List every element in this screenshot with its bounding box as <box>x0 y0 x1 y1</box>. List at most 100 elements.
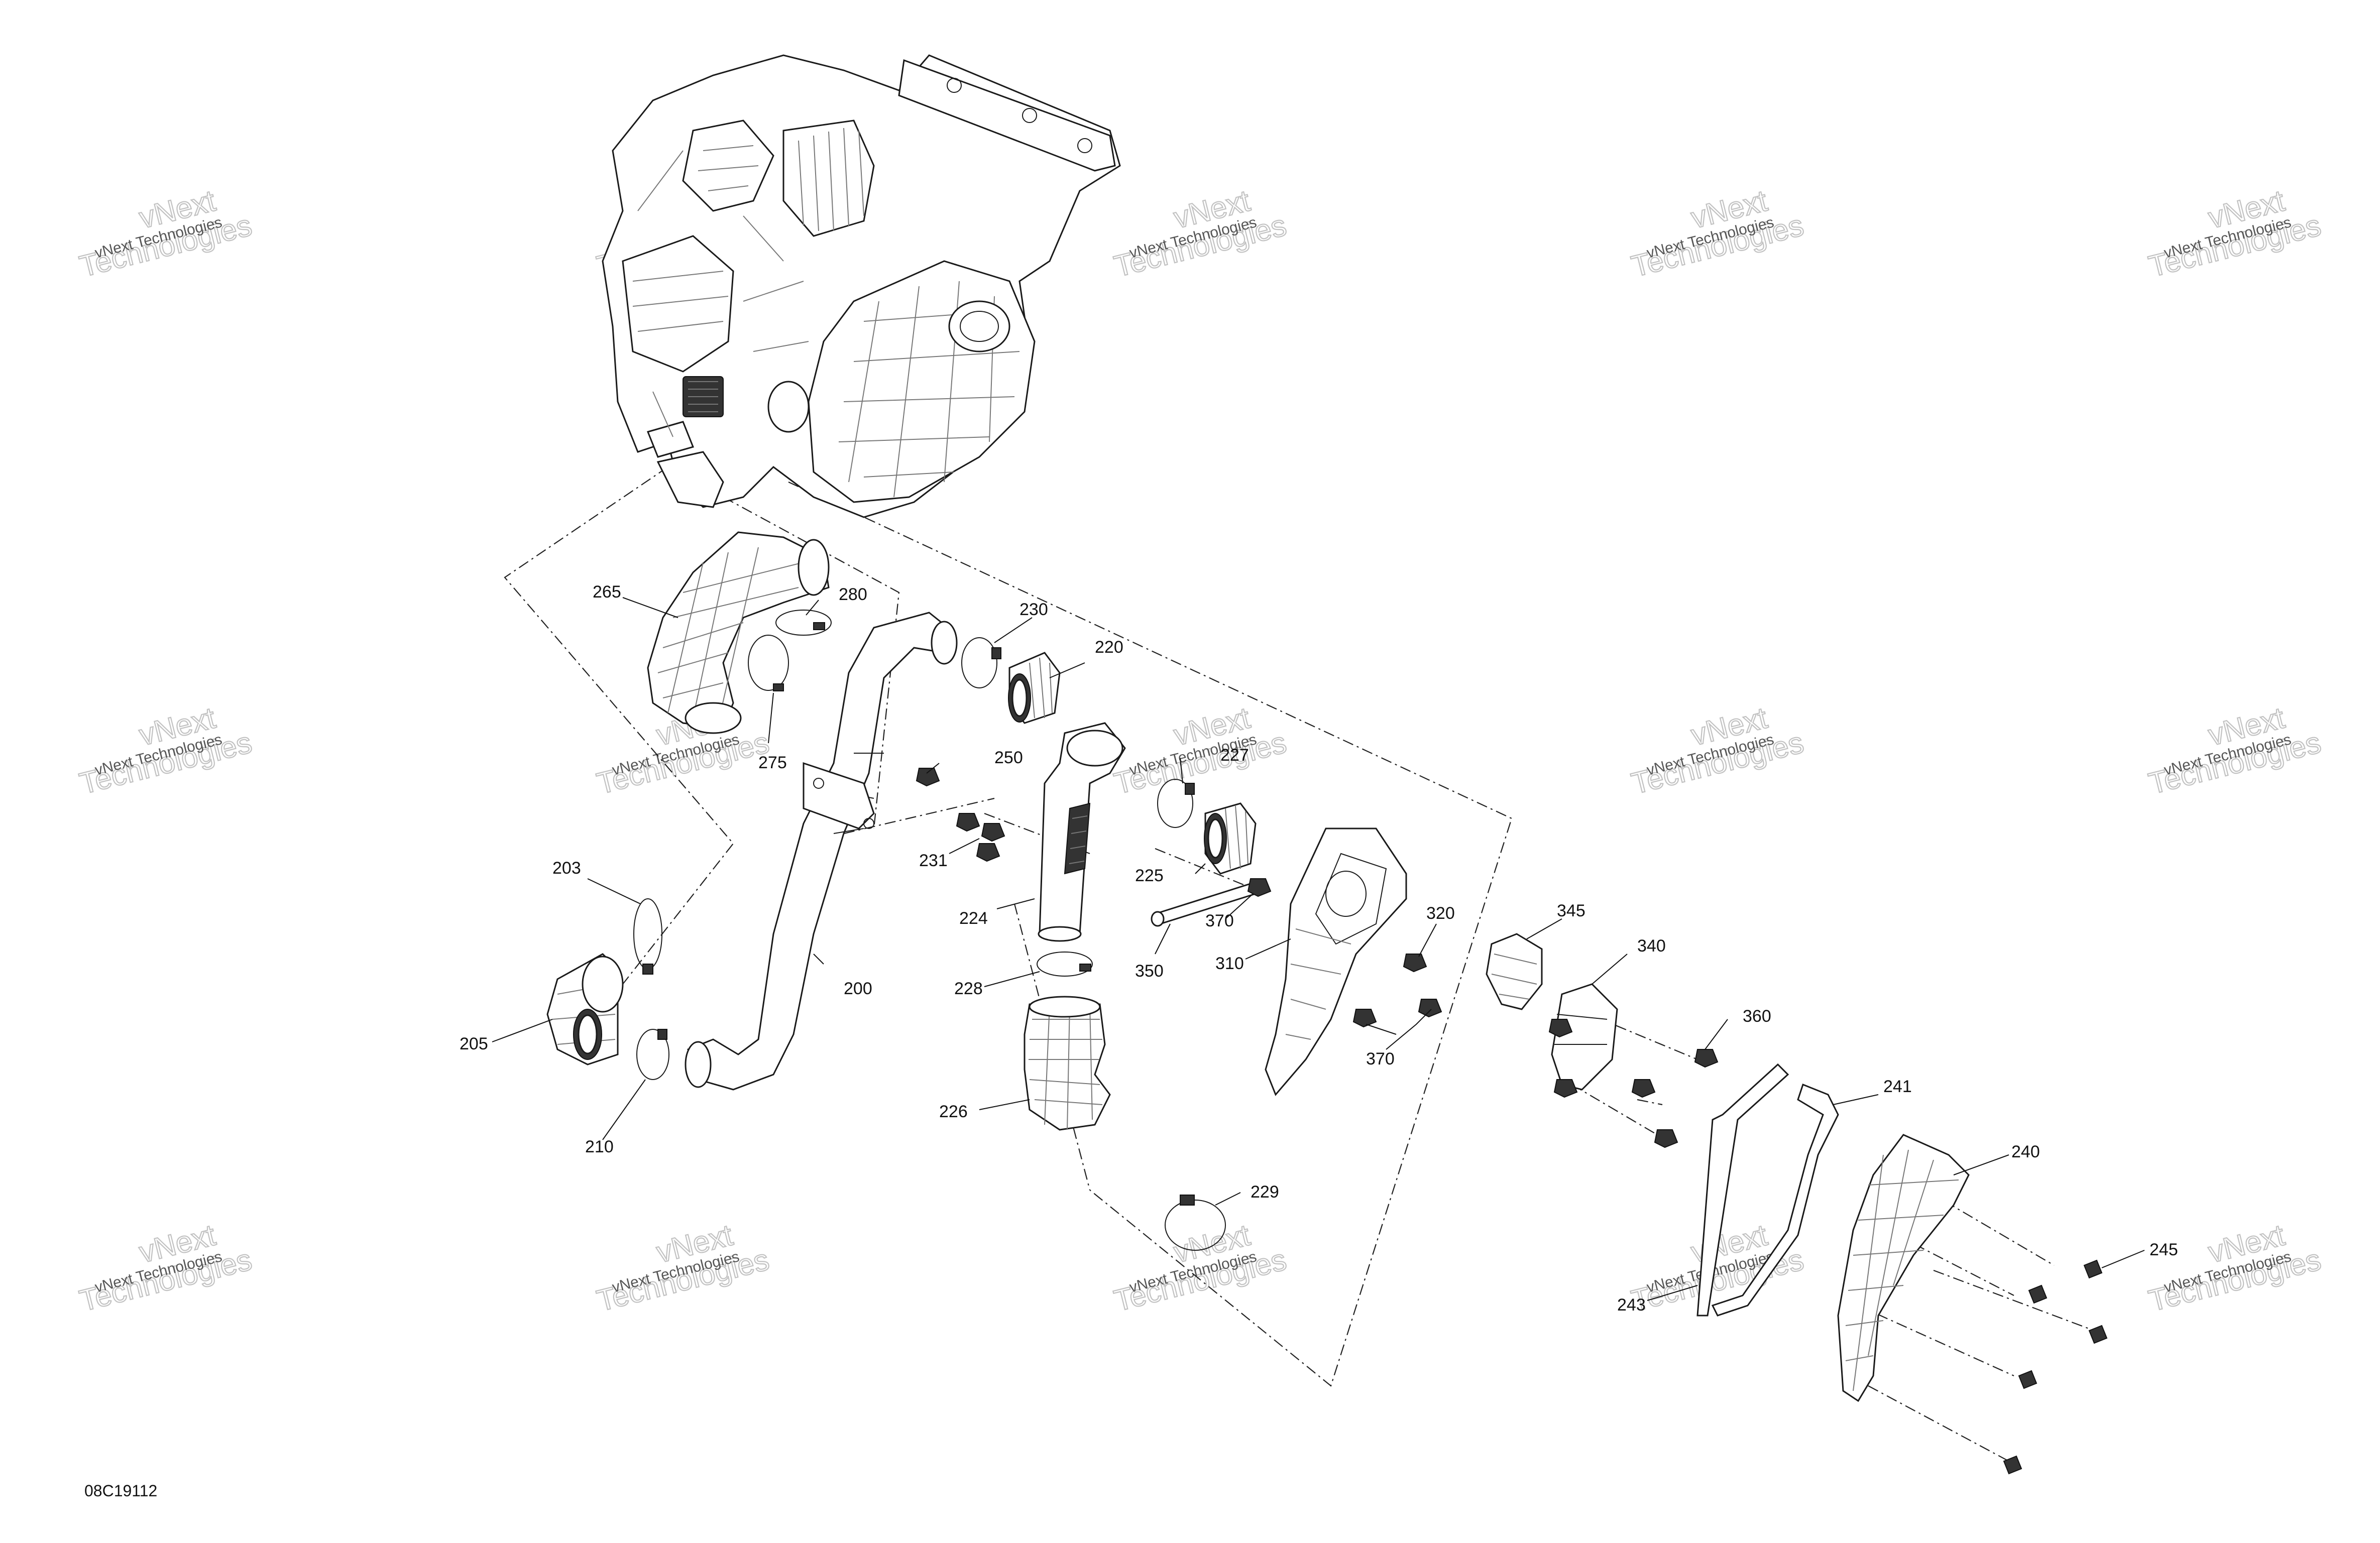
assembly-outline-left <box>504 466 734 985</box>
callout-310: 310 <box>1215 954 1244 973</box>
callout-231: 231 <box>919 851 948 870</box>
callout-229: 229 <box>1251 1182 1279 1202</box>
callout-230: 230 <box>1019 600 1048 619</box>
callout-225: 225 <box>1135 866 1164 885</box>
clamp-280 <box>775 610 832 636</box>
fastener-231-a <box>981 823 1005 842</box>
clamp-203 <box>633 898 662 970</box>
fastener-350-b <box>1631 1079 1656 1098</box>
callout-320: 320 <box>1426 904 1455 923</box>
duct-265-group <box>647 531 832 734</box>
fastener-320 <box>1403 954 1427 973</box>
callout-227: 227 <box>1220 746 1249 765</box>
callout-243: 243 <box>1617 1295 1646 1315</box>
clamp-210 <box>636 1029 669 1080</box>
assembly-outline-link-12 <box>1868 1385 2009 1462</box>
leader-lines <box>492 597 2145 1301</box>
callout-340: 340 <box>1637 936 1666 956</box>
fastener-250-b <box>956 813 980 832</box>
grille-240 <box>1837 1134 1970 1402</box>
callout-370-lower: 370 <box>1366 1049 1395 1069</box>
assembly-outline-right <box>788 482 1513 1387</box>
airbox-310-group <box>1265 827 1442 1096</box>
clamp-228 <box>1037 952 1093 977</box>
callout-275: 275 <box>758 753 787 772</box>
callout-350: 360 <box>1743 1007 1771 1026</box>
cvt-inspection-cap <box>948 300 1010 352</box>
assembly-outline-link-11 <box>1858 1304 2014 1377</box>
callout-265: 265 <box>593 582 621 602</box>
cover-group <box>1486 933 1719 1148</box>
clamp-229 <box>1165 1200 1226 1251</box>
callout-280: 280 <box>839 585 867 604</box>
screw-245-c <box>2088 1325 2108 1344</box>
fastener-250-a <box>916 768 940 787</box>
seal-241 <box>1711 1084 1839 1317</box>
engine-outlet <box>767 381 810 433</box>
airbox-310 <box>1265 827 1407 1096</box>
coupler-group-225 <box>1151 779 1272 927</box>
fastener-370-b <box>1418 999 1442 1018</box>
callout-224: 224 <box>959 909 988 928</box>
assembly-outline-link-7 <box>1637 1099 1663 1106</box>
callout-210: 210 <box>585 1137 614 1156</box>
callout-241: 241 <box>1883 1077 1912 1096</box>
duct-265-end <box>798 539 830 596</box>
fasteners-250-231 <box>916 768 1005 862</box>
screw-245-a <box>2083 1259 2103 1279</box>
fastener-370-c <box>1352 1009 1377 1028</box>
assembly-outline-link-2 <box>843 797 995 835</box>
callout-200: 200 <box>844 979 872 998</box>
callout-250: 250 <box>994 748 1023 767</box>
drawing-reference: 08C19112 <box>84 1482 157 1500</box>
assembly-outline-left-top <box>667 466 900 829</box>
cover-340 <box>1551 983 1618 1091</box>
fastener-350-c <box>1654 1129 1678 1148</box>
lower-duct-group <box>1024 952 1226 1251</box>
assembly-outline-link-10 <box>1933 1269 2095 1332</box>
screw-245-d <box>2018 1370 2037 1389</box>
callout-345: 345 <box>1557 901 1585 920</box>
screw-245-b <box>2028 1284 2048 1304</box>
fastener-231-b <box>976 843 1000 862</box>
fastener-350-a <box>1694 1049 1719 1068</box>
callout-226: 226 <box>939 1102 968 1121</box>
seal-243 <box>1696 1063 1789 1317</box>
clamp-227 <box>1157 779 1193 828</box>
lower-left-group <box>546 898 669 1080</box>
callout-203: 203 <box>552 859 581 878</box>
callout-205: 205 <box>460 1034 488 1053</box>
clamp-275 <box>748 635 789 691</box>
fastener-370-a <box>1247 878 1272 897</box>
cover-345 <box>1486 933 1543 1010</box>
clamp-230 <box>961 637 997 688</box>
panel-group <box>1696 1063 2108 1475</box>
callout-228: 228 <box>954 979 983 998</box>
screw-245-e <box>2003 1455 2022 1475</box>
intake-tube-200 <box>685 612 958 1091</box>
coupler-group-220 <box>961 637 1061 724</box>
callout-245: 245 <box>2149 1240 2178 1259</box>
callout-370-upper: 370 <box>1205 911 1234 930</box>
assembly-outline-link-6 <box>1571 1084 1658 1135</box>
callout-220: 220 <box>1095 638 1123 657</box>
engine-assembly <box>602 54 1121 518</box>
callout-labels: 265 280 275 230 220 250 231 224 200 227 … <box>460 582 2178 1315</box>
callout-240: 240 <box>2011 1142 2040 1161</box>
callout-360: 350 <box>1135 962 1164 981</box>
tube-224-group <box>1038 722 1126 942</box>
